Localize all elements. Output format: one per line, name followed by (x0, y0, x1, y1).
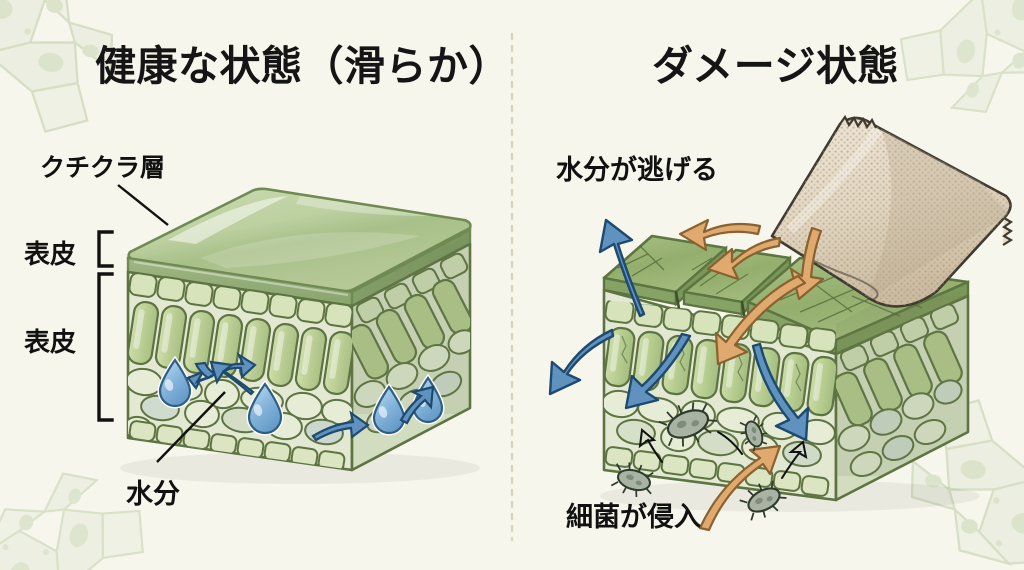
abrasion-arrows (678, 218, 825, 532)
panel-title-healthy: 健康な状態（滑らか） (95, 42, 510, 90)
bacteria-group (610, 402, 808, 521)
moisture-leader-line (156, 391, 226, 463)
bracket-lower-epidermis (97, 272, 114, 422)
label-moisture: 水分 (126, 479, 180, 510)
bacterium (610, 462, 654, 497)
label-bacteria-invade: 細菌が侵入 (566, 502, 701, 533)
front-epidermis-row (128, 272, 352, 328)
cuticle-leader-line (117, 184, 169, 226)
damaged-right-face-cells (836, 296, 968, 477)
label-moisture-escape: 水分が逃げる (556, 155, 718, 186)
label-epidermis-lower: 表皮 (24, 328, 77, 358)
water-droplets (157, 355, 445, 436)
label-epidermis-upper: 表皮 (24, 240, 77, 270)
panel-title-damaged: ダメージ状態 (652, 42, 899, 90)
bacteria-entry-paths (638, 428, 808, 479)
towel-zigzag-edge (839, 114, 1014, 246)
bacterium (739, 414, 768, 452)
bracket-upper-epidermis (97, 230, 114, 268)
front-palisade-row (128, 300, 352, 396)
epidermis-brackets (97, 230, 114, 422)
moisture-circulation-arrows (186, 352, 435, 442)
moisture-escape-arrows (548, 218, 810, 442)
label-cuticle-layer: クチクラ層 (40, 153, 166, 182)
bacterium (658, 402, 718, 447)
leader-lines (117, 184, 226, 463)
bacterium (739, 480, 787, 521)
